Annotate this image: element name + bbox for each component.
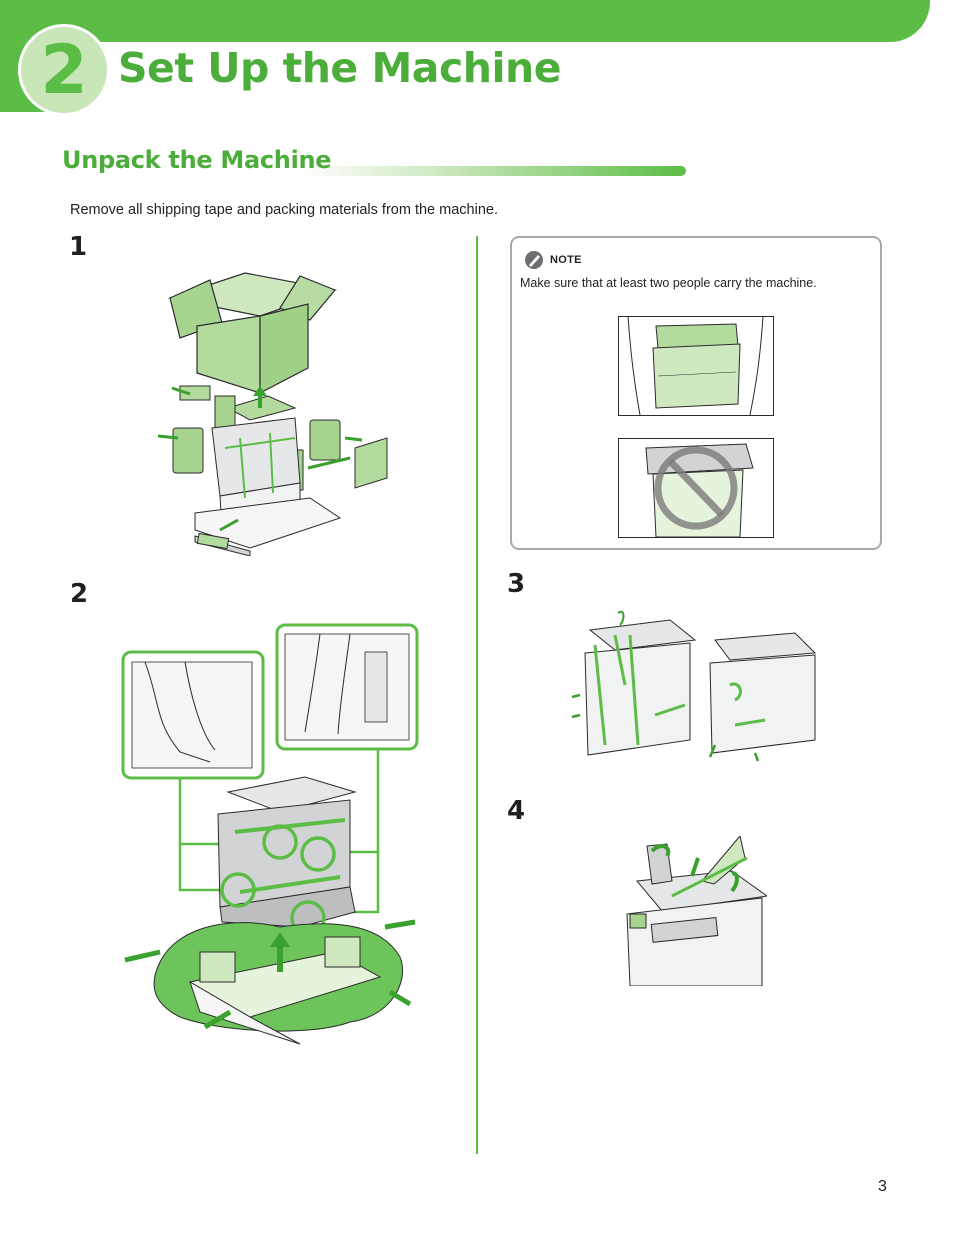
step-1-unboxing-illustration <box>157 272 388 556</box>
note-header: NOTE <box>524 250 582 270</box>
step-number-3: 3 <box>507 569 526 599</box>
chapter-title: Set Up the Machine <box>118 44 562 92</box>
note-label: NOTE <box>550 254 582 266</box>
intro-text: Remove all shipping tape and packing mat… <box>70 202 498 218</box>
note-text: Make sure that at least two people carry… <box>520 276 817 290</box>
incorrect-carry-illustration <box>618 438 774 538</box>
note-box: NOTE Make sure that at least two people … <box>510 236 882 550</box>
step-3-tape-removal-illustration <box>571 610 817 762</box>
prohibited-icon <box>654 446 738 530</box>
header-band <box>0 0 930 42</box>
chapter-number-badge: 2 <box>18 24 110 116</box>
pencil-note-icon <box>525 251 543 269</box>
section-title: Unpack the Machine <box>62 146 332 174</box>
step-2-lifting-illustration <box>121 623 419 1045</box>
step-number-2: 2 <box>70 579 89 609</box>
two-people-carry-illustration <box>618 316 774 416</box>
page-number: 3 <box>878 1178 887 1195</box>
step-number-1: 1 <box>69 232 88 262</box>
step-4-feeder-packing-illustration <box>626 836 767 986</box>
section-title-rule <box>300 166 686 176</box>
column-divider <box>476 236 478 1154</box>
step-number-4: 4 <box>507 796 526 826</box>
